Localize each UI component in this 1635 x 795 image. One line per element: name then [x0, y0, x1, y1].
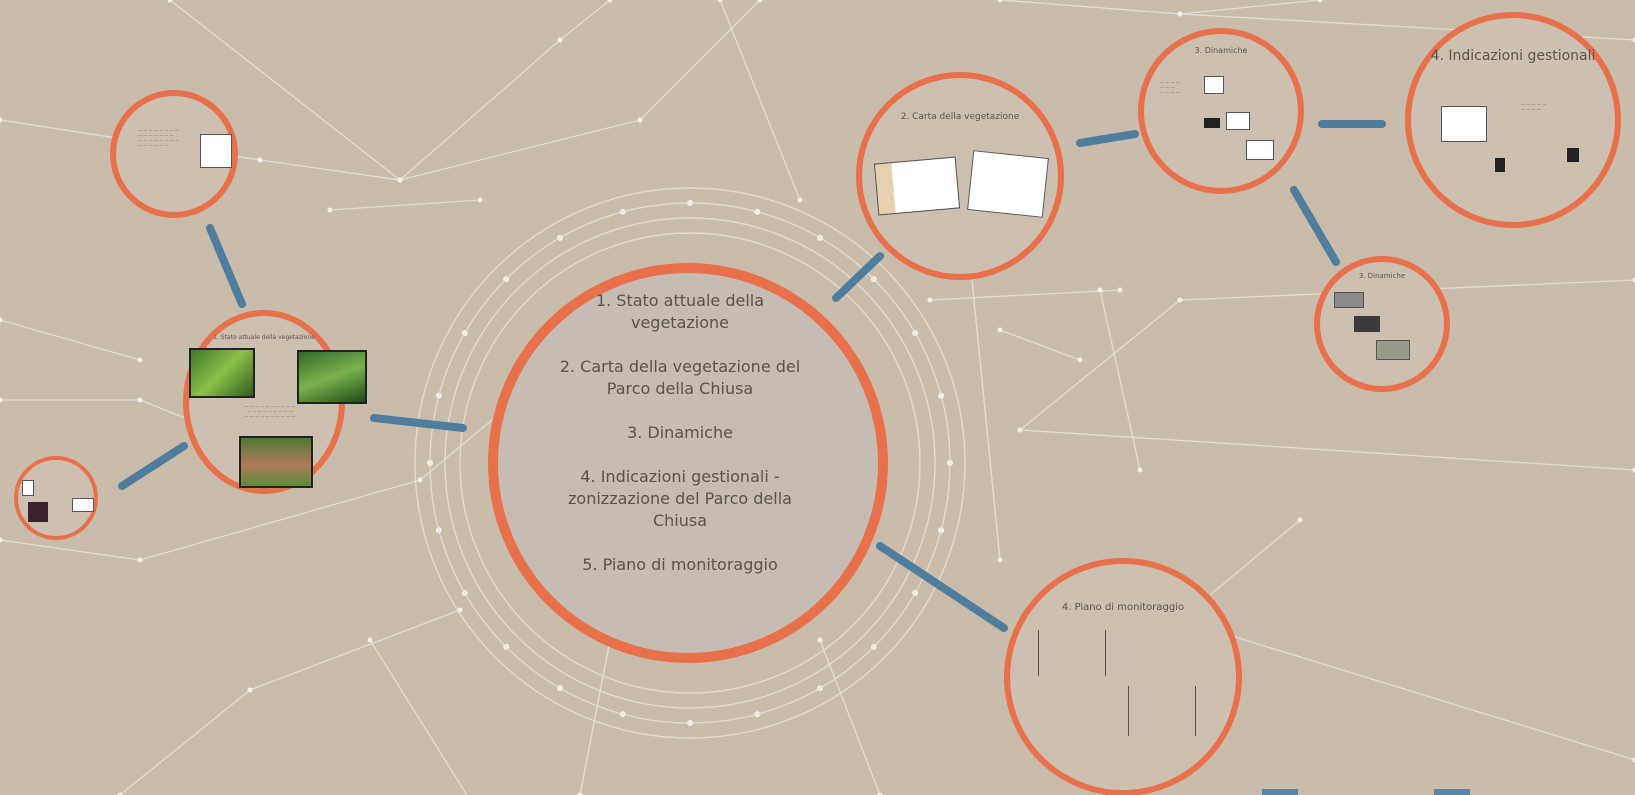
dinamiche-circle[interactable]: 3. Dinamiche — — — —— — —— — — — — [1138, 28, 1304, 194]
connector-bar — [122, 446, 184, 486]
agenda-item-3[interactable]: 3. Dinamiche — [510, 422, 850, 444]
agenda-list: 1. Stato attuale della vegetazione 2. Ca… — [510, 290, 850, 598]
connector-bar — [1080, 134, 1135, 143]
slide-thumbnail[interactable] — [200, 134, 232, 168]
photo-thumbnail[interactable] — [1334, 292, 1364, 308]
connector-bar — [880, 546, 1004, 628]
slide-thumbnail[interactable] — [72, 498, 94, 512]
dinamiche-title: 3. Dinamiche — [1144, 46, 1298, 55]
agenda-item-2[interactable]: 2. Carta della vegetazione del Parco del… — [510, 356, 850, 400]
chart-thumbnail[interactable] — [1246, 140, 1274, 160]
carta-vegetazione-circle[interactable]: 2. Carta della vegetazione — [856, 72, 1064, 280]
nav-marker[interactable] — [1434, 789, 1470, 795]
dark-thumbnail[interactable] — [1495, 158, 1505, 172]
dinamiche-small-circle[interactable]: 3. Dinamiche — [1314, 256, 1450, 392]
agenda-item-1[interactable]: 1. Stato attuale della vegetazione — [510, 290, 850, 334]
indicazioni-gestionali-title: 4. Indicazioni gestionali — [1411, 48, 1615, 64]
forest-photo-2[interactable] — [297, 350, 367, 404]
agenda-item-4[interactable]: 4. Indicazioni gestionali - zonizzazione… — [510, 466, 850, 532]
forest-photo-1[interactable] — [189, 348, 255, 398]
slide-thumbnail[interactable] — [967, 150, 1049, 218]
text-frame[interactable] — [1128, 686, 1196, 736]
piano-monitoraggio-title: 4. Piano di monitoraggio — [1010, 602, 1236, 613]
slide-thumbnail[interactable] — [1441, 106, 1487, 142]
connector-bar — [210, 228, 242, 304]
dark-thumbnail[interactable] — [28, 502, 48, 522]
connector-bar — [374, 418, 463, 428]
map-thumbnail[interactable] — [874, 157, 960, 216]
stato-attuale-title: 1. Stato attuale della vegetazione — [189, 334, 339, 341]
agenda-item-5[interactable]: 5. Piano di monitoraggio — [510, 554, 850, 576]
dinamiche-small-title: 3. Dinamiche — [1320, 272, 1444, 280]
slide-thumbnail[interactable] — [22, 480, 34, 496]
dark-thumbnail[interactable] — [1567, 148, 1579, 162]
nav-marker[interactable] — [1262, 789, 1298, 795]
carta-vegetazione-title: 2. Carta della vegetazione — [862, 112, 1058, 122]
chart-thumbnail[interactable] — [1204, 76, 1224, 94]
piano-monitoraggio-circle[interactable]: 4. Piano di monitoraggio — [1004, 558, 1242, 795]
chart-thumbnail[interactable] — [1226, 112, 1250, 130]
connector-bar — [1294, 190, 1336, 262]
dark-thumbnail[interactable] — [1354, 316, 1380, 332]
group-photo[interactable] — [239, 436, 313, 488]
text-frame[interactable] — [1038, 630, 1106, 676]
indicazioni-gestionali-circle[interactable]: 4. Indicazioni gestionali — — — — —— — —… — [1405, 12, 1621, 228]
dark-thumbnail[interactable] — [1204, 118, 1220, 128]
table-thumbnail[interactable] — [1376, 340, 1410, 360]
stato-subtopic-circle[interactable]: — — — — — — — —— — — — — — —— — — — — — … — [110, 90, 238, 218]
left-subtopic-circle[interactable] — [14, 456, 98, 540]
stato-attuale-circle[interactable]: 1. Stato attuale della vegetazione — — —… — [183, 310, 345, 494]
